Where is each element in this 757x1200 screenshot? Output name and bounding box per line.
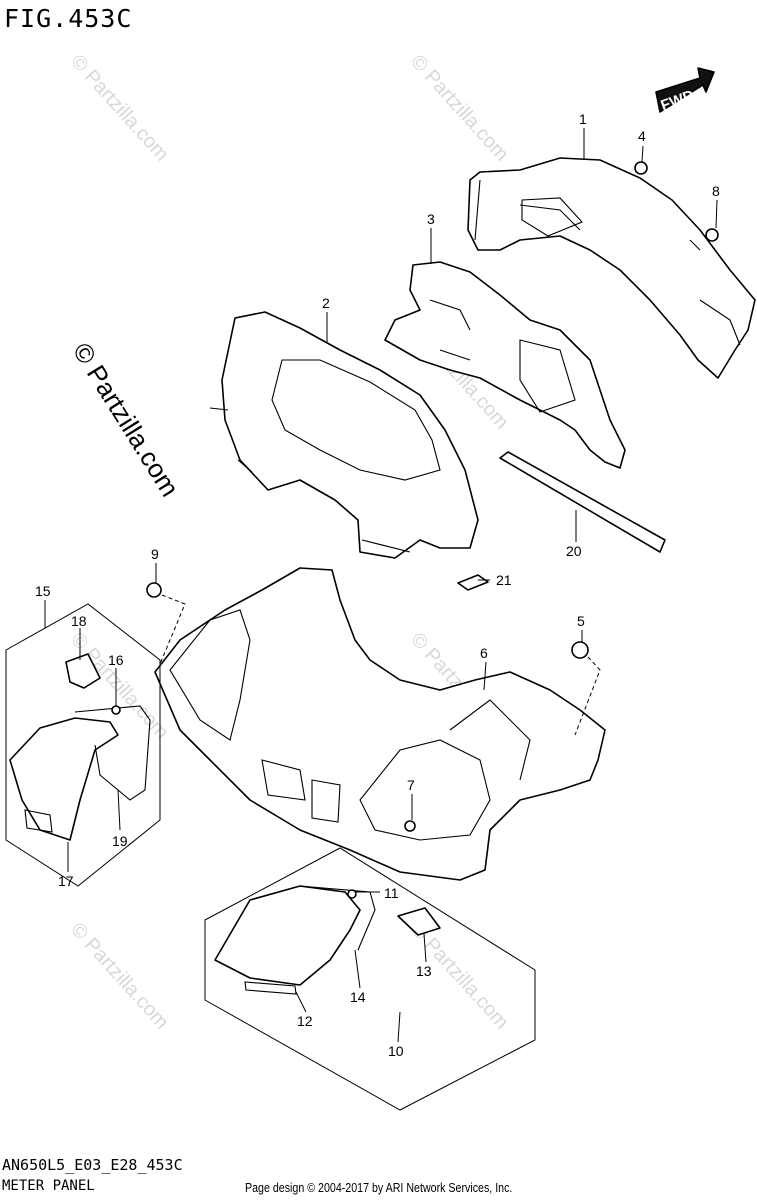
- callout-21: 21: [496, 572, 512, 588]
- part-16-clip-icon: [111, 668, 121, 715]
- callout-1: 1: [579, 111, 587, 127]
- part-6-lower-panel: [154, 567, 606, 881]
- callout-20: 20: [566, 543, 582, 559]
- callout-2: 2: [322, 295, 330, 311]
- callout-8: 8: [712, 183, 720, 199]
- part-4-clip-icon: [634, 145, 648, 175]
- watermark: © Partzilla.com: [406, 51, 513, 166]
- callout-7: 7: [407, 777, 415, 793]
- part-8-screw-icon: [705, 199, 719, 242]
- callout-12: 12: [297, 1013, 313, 1029]
- part-5-screw-icon: [571, 630, 601, 736]
- part-11-clip-icon: [347, 889, 380, 899]
- figure-title: FIG.453C: [4, 4, 133, 33]
- callout-10: 10: [388, 1043, 404, 1059]
- callout-15: 15: [35, 583, 51, 599]
- leader-lines: [44, 128, 585, 1043]
- part-2-meter-bezel: [209, 311, 479, 559]
- watermark-main: © Partzilla.com: [67, 337, 185, 501]
- figure-code: AN650L5_E03_E28_453C: [2, 1156, 183, 1174]
- callout-17: 17: [58, 873, 74, 889]
- part-1-upper-cover: [467, 157, 756, 379]
- callouts: 1 2 3 4 5 6 7 8 9 10 11 12 13 14 15 16 1…: [35, 111, 720, 1059]
- part-21-pad: [457, 574, 489, 591]
- callout-18: 18: [71, 613, 87, 629]
- forward-arrow-icon: FWD: [655, 67, 715, 115]
- part-7-clip-icon: [404, 794, 416, 832]
- callout-16: 16: [108, 652, 124, 668]
- callout-5: 5: [577, 613, 585, 629]
- callout-3: 3: [427, 211, 435, 227]
- part-10-assembly-box: [204, 847, 536, 1111]
- watermark: © Partzilla.com: [66, 51, 173, 166]
- callout-11: 11: [384, 885, 399, 901]
- watermark: © Partzilla.com: [66, 919, 173, 1034]
- copyright-text: Page design © 2004-2017 by ARI Network S…: [245, 1180, 513, 1195]
- callout-14: 14: [350, 989, 366, 1005]
- callout-6: 6: [480, 645, 488, 661]
- part-9-screw-icon: [146, 563, 186, 665]
- part-15-assembly-box: [5, 603, 161, 887]
- part-3-inner-bracket: [384, 261, 626, 469]
- callout-19: 19: [112, 833, 128, 849]
- callout-9: 9: [151, 546, 159, 562]
- figure-name: METER PANEL: [2, 1178, 95, 1194]
- callout-4: 4: [638, 128, 646, 144]
- callout-13: 13: [416, 963, 432, 979]
- part-20-seal-strip: [499, 451, 666, 553]
